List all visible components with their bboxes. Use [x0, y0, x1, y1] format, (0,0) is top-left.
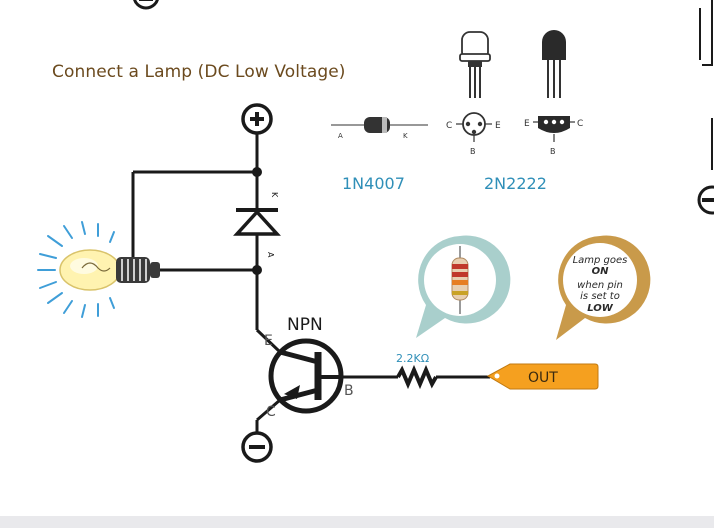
cropped-terminal-top: [133, 0, 159, 10]
diode-component-icon: [331, 117, 428, 133]
lamp-glow-rays: [37, 221, 115, 318]
lamp-base: [116, 257, 150, 283]
wires: [131, 133, 490, 434]
wire-emitter-lead: [255, 328, 282, 354]
diode-k-label: K: [270, 192, 279, 198]
resistor-value-label: 2.2KΩ: [396, 352, 429, 365]
diode-component-pin-k: K: [403, 132, 408, 140]
out-label: OUT: [528, 370, 558, 386]
can-pin-c: C: [446, 121, 452, 131]
positive-terminal-icon: [241, 103, 273, 135]
to92-pin-b: B: [550, 147, 556, 156]
transistor-part-label: 2N2222: [484, 174, 547, 193]
junctions: [252, 167, 262, 275]
diode-component-pin-a: A: [338, 132, 343, 140]
npn-transistor-icon: [268, 338, 344, 414]
note-callout-bubble: [556, 235, 651, 340]
to92-pin-e: E: [524, 119, 530, 129]
wire-collector-lead: [256, 398, 281, 422]
note-line2: ON: [592, 266, 610, 277]
negative-terminal-icon: [241, 431, 273, 463]
bottom-scroll-edge: [0, 516, 714, 528]
metal-can-transistor-icon: [456, 31, 492, 142]
cropped-right-edge: [697, 0, 714, 215]
diode-a-label: A: [266, 252, 275, 258]
emitter-label: E: [264, 333, 273, 349]
diode-part-label: 1N4007: [342, 174, 405, 193]
out-pin-tag: [486, 363, 599, 390]
can-pin-e: E: [495, 121, 501, 131]
lamp-icon: [37, 221, 160, 318]
note-line5: LOW: [587, 303, 614, 314]
note-line3: when pin: [577, 280, 623, 291]
resistor-callout-bubble: [416, 235, 511, 338]
to92-transistor-icon: [533, 30, 575, 142]
diagram-title: Connect a Lamp (DC Low Voltage): [52, 62, 346, 82]
npn-label: NPN: [287, 315, 323, 335]
lamp-base-threads: [121, 259, 147, 281]
can-pin-b: B: [470, 147, 476, 156]
base-label: B: [344, 383, 354, 399]
note-line4: is set to: [580, 291, 620, 302]
junction-top: [252, 167, 262, 177]
junction-lamp: [252, 265, 262, 275]
resistor-photo-icon: [451, 246, 469, 314]
collector-label: C: [266, 404, 276, 420]
note-line1: Lamp goes: [573, 255, 628, 266]
diode-symbol-icon: [233, 208, 281, 236]
to92-pin-c: C: [577, 119, 583, 129]
resistor-symbol-icon: [396, 364, 438, 390]
